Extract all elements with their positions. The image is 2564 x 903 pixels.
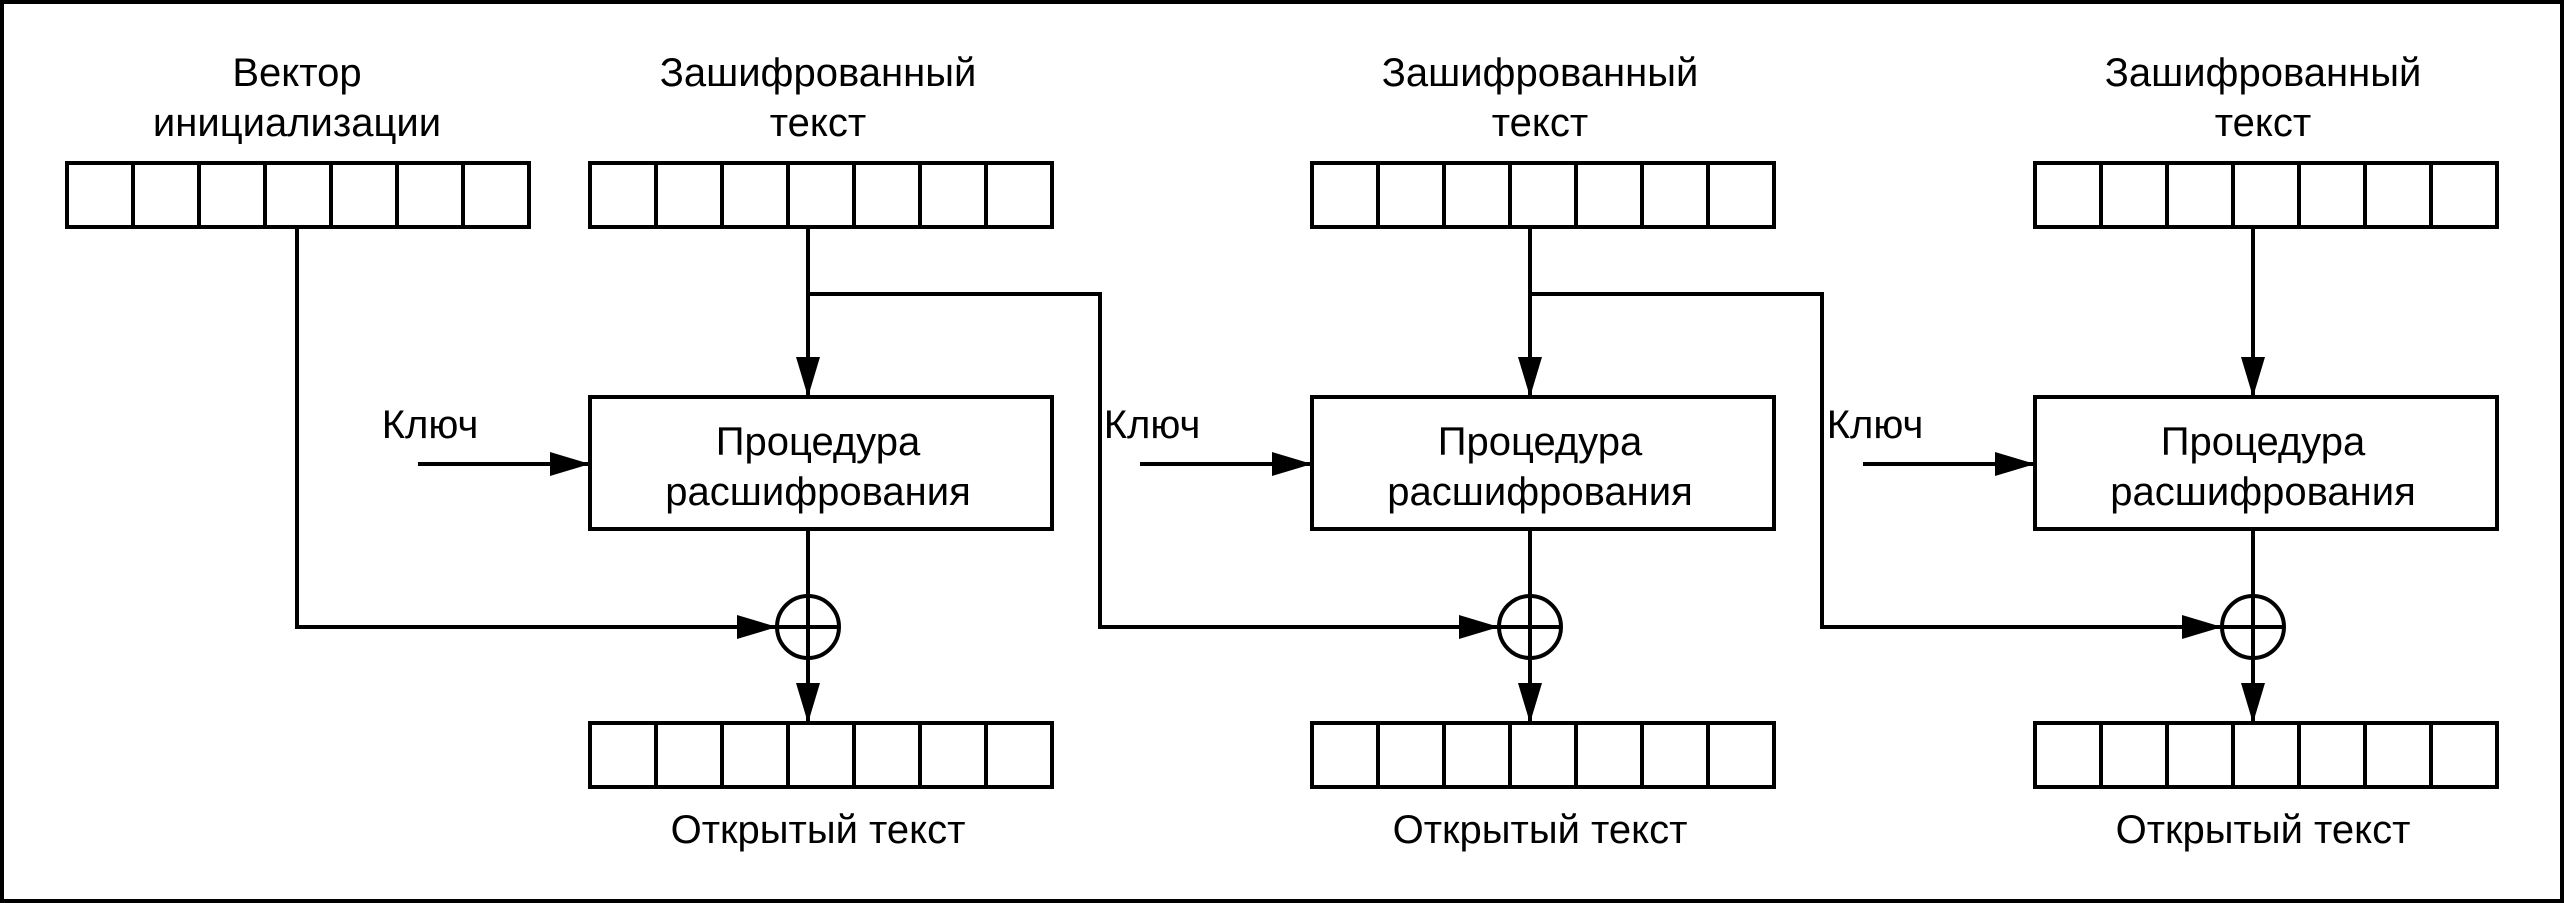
iv-register bbox=[65, 161, 531, 229]
register-cell bbox=[654, 161, 724, 229]
ciphertext-label-line-2: текст bbox=[770, 101, 866, 145]
decrypt-box bbox=[1310, 395, 1776, 531]
register-cell bbox=[2033, 161, 2103, 229]
register-cell bbox=[461, 161, 531, 229]
register-cell bbox=[918, 161, 988, 229]
register-cell bbox=[588, 161, 658, 229]
decrypt-label-line-1: Процедура bbox=[716, 420, 921, 464]
register-cell bbox=[1442, 161, 1512, 229]
register-cell bbox=[2165, 161, 2235, 229]
register-cell bbox=[1574, 161, 1644, 229]
register-cell bbox=[1706, 721, 1776, 789]
key-label: Ключ bbox=[1827, 403, 1924, 447]
register-cell bbox=[918, 721, 988, 789]
decrypt-label-line-2: расшифрования bbox=[2110, 470, 2415, 514]
register-cell bbox=[1640, 161, 1710, 229]
decrypt-box bbox=[2033, 395, 2499, 531]
ciphertext-label-line-2: текст bbox=[2215, 101, 2311, 145]
ciphertext-label-line-1: Зашифрованный bbox=[660, 51, 977, 95]
register-cell bbox=[197, 161, 267, 229]
register-cell bbox=[1376, 161, 1446, 229]
register-cell bbox=[588, 721, 658, 789]
plaintext-label: Открытый текст bbox=[2116, 808, 2411, 852]
ciphertext-2-to-xor-3-arrow bbox=[1530, 292, 2222, 639]
register-cell bbox=[1574, 721, 1644, 789]
register-cell bbox=[654, 721, 724, 789]
plaintext-label: Открытый текст bbox=[1393, 808, 1688, 852]
register-cell bbox=[131, 161, 201, 229]
xor-icon bbox=[775, 594, 841, 660]
xor-icon bbox=[2220, 594, 2286, 660]
register-cell bbox=[1706, 161, 1776, 229]
register-cell bbox=[984, 721, 1054, 789]
register-cell bbox=[2363, 721, 2433, 789]
register-cell bbox=[786, 161, 856, 229]
decrypt-label-line-1: Процедура bbox=[2161, 420, 2366, 464]
register-cell bbox=[329, 161, 399, 229]
register-cell bbox=[786, 721, 856, 789]
register-cell bbox=[1442, 721, 1512, 789]
register-cell bbox=[263, 161, 333, 229]
register-cell bbox=[852, 721, 922, 789]
plaintext-label: Открытый текст bbox=[671, 808, 966, 852]
xor-icon bbox=[1497, 594, 1563, 660]
connection-wires bbox=[295, 227, 2222, 639]
decrypt-label-line-2: расшифрования bbox=[1387, 470, 1692, 514]
ciphertext-register bbox=[2033, 161, 2499, 229]
iv-to-xor-arrow bbox=[295, 227, 777, 639]
register-cell bbox=[2297, 161, 2367, 229]
iv-label-line-2: инициализации bbox=[153, 101, 441, 145]
ciphertext-register bbox=[588, 161, 1054, 229]
register-cell bbox=[1310, 161, 1380, 229]
register-cell bbox=[2099, 721, 2169, 789]
register-cell bbox=[720, 721, 790, 789]
ciphertext-label-line-1: Зашифрованный bbox=[1382, 51, 1699, 95]
register-cell bbox=[984, 161, 1054, 229]
register-cell bbox=[1640, 721, 1710, 789]
decrypt-label-line-1: Процедура bbox=[1438, 420, 1643, 464]
register-cell bbox=[1376, 721, 1446, 789]
plaintext-register bbox=[1310, 721, 1776, 789]
key-label: Ключ bbox=[1104, 403, 1201, 447]
ciphertext-label-line-2: текст bbox=[1492, 101, 1588, 145]
plaintext-register bbox=[2033, 721, 2499, 789]
register-cell bbox=[2099, 161, 2169, 229]
register-cell bbox=[1310, 721, 1380, 789]
register-cell bbox=[2297, 721, 2367, 789]
iv-label-line-1: Вектор bbox=[232, 51, 361, 95]
ciphertext-register bbox=[1310, 161, 1776, 229]
register-cell bbox=[2429, 721, 2499, 789]
register-cell bbox=[2033, 721, 2103, 789]
register-cell bbox=[1508, 161, 1578, 229]
register-cell bbox=[395, 161, 465, 229]
ciphertext-label-line-1: Зашифрованный bbox=[2105, 51, 2422, 95]
ciphertext-1-to-xor-2-arrow bbox=[808, 292, 1499, 639]
key-label: Ключ bbox=[382, 403, 479, 447]
register-cell bbox=[2363, 161, 2433, 229]
plaintext-register bbox=[588, 721, 1054, 789]
register-cell bbox=[2231, 161, 2301, 229]
register-cell bbox=[1508, 721, 1578, 789]
iv-register-cells bbox=[65, 161, 531, 229]
register-cell bbox=[720, 161, 790, 229]
register-cell bbox=[2429, 161, 2499, 229]
register-cell bbox=[65, 161, 135, 229]
register-cell bbox=[2165, 721, 2235, 789]
register-cell bbox=[852, 161, 922, 229]
decrypt-label-line-2: расшифрования bbox=[665, 470, 970, 514]
register-cell bbox=[2231, 721, 2301, 789]
